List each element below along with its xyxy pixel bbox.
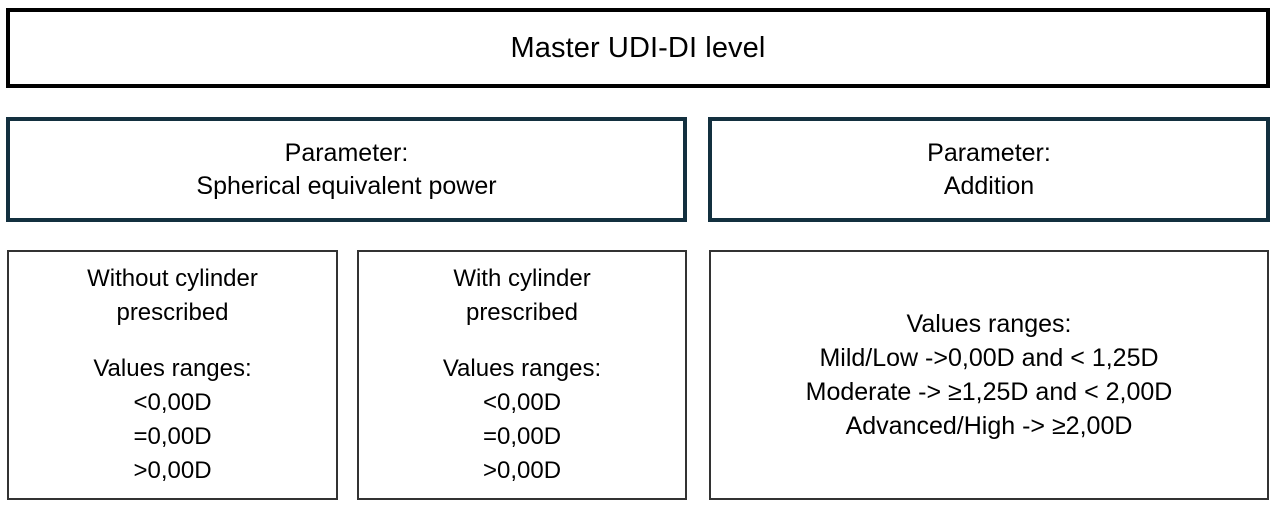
values-box-with-cylinder: With cylinder prescribed Values ranges: …	[357, 250, 687, 500]
values-box-addition: Values ranges: Mild/Low ->0,00D and < 1,…	[709, 250, 1269, 500]
values-content: Values ranges: Mild/Low ->0,00D and < 1,…	[711, 307, 1267, 443]
values-heading-line-2: prescribed	[465, 299, 579, 326]
values-content: Without cylinder prescribed Values range…	[9, 262, 336, 488]
parameter-box-spherical-equivalent-power: Parameter: Spherical equivalent power	[6, 117, 687, 222]
parameter-value: Spherical equivalent power	[196, 171, 497, 200]
values-range-item: <0,00D	[482, 389, 562, 416]
master-udi-di-level-box: Master UDI-DI level	[6, 8, 1270, 88]
values-range-item: =0,00D	[133, 423, 212, 450]
values-heading-line-1: Without cylinder	[87, 265, 258, 292]
values-range-item: Moderate -> ≥1,25D and < 2,00D	[805, 378, 1173, 406]
values-range-item: >0,00D	[482, 457, 562, 484]
values-ranges-label: Values ranges:	[906, 310, 1072, 338]
values-heading-line-1: With cylinder	[453, 265, 591, 292]
values-range-item: <0,00D	[133, 389, 212, 416]
values-ranges-label: Values ranges:	[93, 355, 252, 382]
values-range-item: =0,00D	[482, 423, 562, 450]
values-range-item: Advanced/High -> ≥2,00D	[845, 412, 1133, 440]
parameter-label: Parameter:	[284, 138, 409, 167]
values-range-item: Mild/Low ->0,00D and < 1,25D	[819, 344, 1159, 372]
values-content: With cylinder prescribed Values ranges: …	[359, 262, 685, 488]
parameter-label: Parameter:	[927, 138, 1051, 167]
parameter-box-addition: Parameter: Addition	[708, 117, 1270, 222]
values-heading-line-2: prescribed	[116, 299, 229, 326]
values-range-item: >0,00D	[133, 457, 212, 484]
values-ranges-label: Values ranges:	[442, 355, 602, 382]
page-title: Master UDI-DI level	[510, 32, 766, 64]
values-box-without-cylinder: Without cylinder prescribed Values range…	[7, 250, 338, 500]
parameter-value: Addition	[943, 171, 1035, 200]
